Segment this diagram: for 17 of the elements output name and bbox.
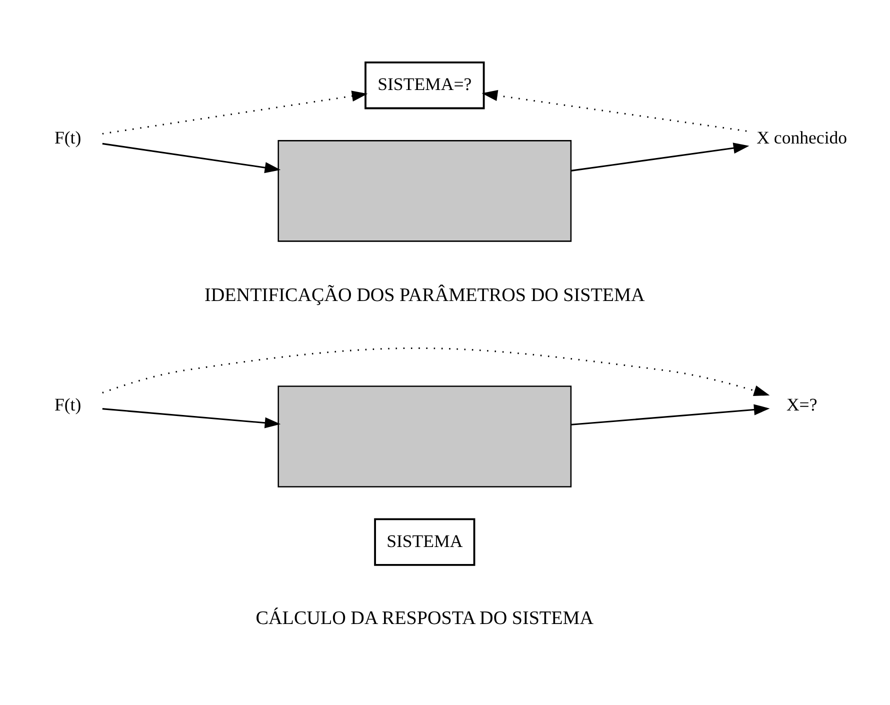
node-box: SISTEMA=?: [364, 62, 485, 110]
node-text: F(t): [54, 394, 82, 415]
node-text: F(t): [54, 127, 82, 148]
node-box: [278, 140, 572, 242]
arrow: [571, 404, 770, 426]
arrow: [482, 90, 747, 132]
arrow: [102, 408, 281, 428]
arrow: [102, 90, 368, 134]
node-box: SISTEMA: [374, 518, 476, 566]
node-text: X=?: [786, 394, 818, 415]
node-box: [278, 386, 572, 488]
node-text: X conhecido: [756, 127, 848, 148]
label: IDENTIFICAÇÃO DOS PARÂMETROS DO SISTEMA: [204, 284, 645, 306]
label: CÁLCULO DA RESPOSTA DO SISTEMA: [256, 608, 594, 630]
arrow: [102, 142, 281, 174]
arrow: [102, 347, 770, 396]
arrow: [571, 142, 750, 172]
